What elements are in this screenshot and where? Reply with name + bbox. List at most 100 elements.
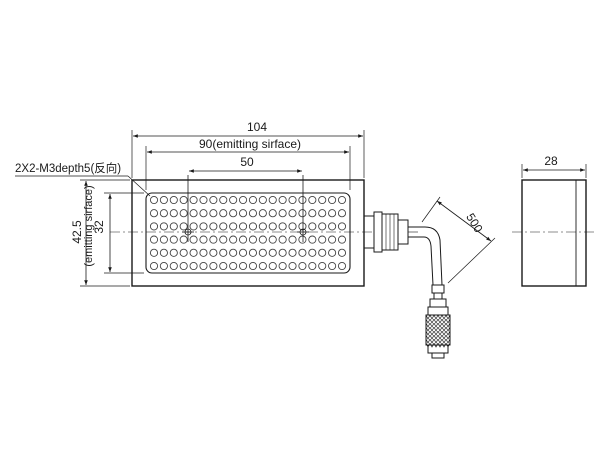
led <box>189 261 198 271</box>
led <box>328 261 337 271</box>
led <box>258 209 267 218</box>
dim-emitting-height-value: 32 <box>92 220 106 234</box>
led <box>179 195 188 205</box>
led-array <box>149 195 347 271</box>
led <box>219 195 228 205</box>
led <box>159 248 168 257</box>
led <box>229 209 238 218</box>
dim-emitting-height-label: (emitting sirface) <box>83 185 95 266</box>
led <box>268 195 277 205</box>
led <box>328 195 337 205</box>
dim-cable-length-label: 500 <box>463 211 486 236</box>
dim-overall-height-label: 42.5 <box>70 220 84 244</box>
dim-depth-label: 28 <box>544 154 558 168</box>
led <box>268 209 277 218</box>
led <box>337 261 347 271</box>
led <box>219 235 228 244</box>
led <box>298 222 307 231</box>
led <box>189 248 198 257</box>
led <box>209 222 218 231</box>
dim-overall-height: 42.5 <box>70 179 130 287</box>
led <box>288 195 297 205</box>
led <box>238 195 248 205</box>
cable-plug <box>425 306 451 359</box>
led <box>169 248 178 257</box>
led <box>278 222 287 231</box>
led <box>328 209 337 218</box>
led <box>219 209 228 218</box>
led <box>169 222 178 231</box>
dim-hole-spacing: 50 <box>189 155 302 173</box>
led <box>229 195 238 205</box>
emitting-surface-outline <box>145 192 351 274</box>
led <box>179 248 188 257</box>
dim-overall-width-label: 104 <box>247 120 267 134</box>
led <box>189 209 198 218</box>
led <box>238 235 248 244</box>
led <box>318 195 327 205</box>
led <box>258 195 267 205</box>
led <box>328 235 337 244</box>
led <box>179 235 188 244</box>
callout-mounting-holes: 2X2-M3depth5(反向) <box>15 161 151 197</box>
led <box>159 235 168 244</box>
led <box>337 209 347 218</box>
connector <box>363 211 418 253</box>
callout-mounting-holes-label: 2X2-M3depth5(反向) <box>15 161 121 175</box>
dim-emitting-width: 90(emitting sirface) <box>145 137 351 190</box>
led <box>278 195 287 205</box>
led <box>219 261 228 271</box>
led <box>298 209 307 218</box>
led <box>308 195 317 205</box>
led <box>169 209 178 218</box>
led <box>229 261 238 271</box>
led <box>337 195 347 205</box>
led <box>159 222 168 231</box>
led <box>308 209 317 218</box>
plug-knurling <box>425 314 451 348</box>
led <box>268 235 277 244</box>
knurl-row <box>425 338 451 344</box>
knurl-row <box>425 326 451 332</box>
knurl-row <box>425 322 451 328</box>
led <box>308 261 317 271</box>
led <box>337 248 347 257</box>
led <box>179 222 188 231</box>
led <box>229 222 238 231</box>
led <box>169 261 178 271</box>
led <box>179 261 188 271</box>
led <box>318 222 327 231</box>
dim-emitting-width-label: 90(emitting sirface) <box>199 137 301 151</box>
knurl-row <box>425 334 451 340</box>
led <box>238 261 248 271</box>
led <box>149 222 159 231</box>
side-view <box>512 179 595 287</box>
led <box>199 261 208 271</box>
mounting-hole-right <box>297 175 309 242</box>
dim-hole-spacing-label: 50 <box>240 155 254 169</box>
led <box>229 235 238 244</box>
led <box>318 261 327 271</box>
led <box>159 261 168 271</box>
led <box>308 222 317 231</box>
cable <box>408 226 447 308</box>
front-view <box>110 175 375 287</box>
led <box>268 222 277 231</box>
led <box>149 235 159 244</box>
led <box>288 209 297 218</box>
led <box>268 261 277 271</box>
led <box>199 195 208 205</box>
led <box>199 209 208 218</box>
led <box>219 222 228 231</box>
led <box>199 248 208 257</box>
led <box>209 248 218 257</box>
led <box>308 235 317 244</box>
led <box>298 195 307 205</box>
led <box>169 195 178 205</box>
led <box>209 209 218 218</box>
led <box>258 222 267 231</box>
side-view-outline <box>521 179 587 287</box>
led <box>209 195 218 205</box>
led <box>248 195 257 205</box>
